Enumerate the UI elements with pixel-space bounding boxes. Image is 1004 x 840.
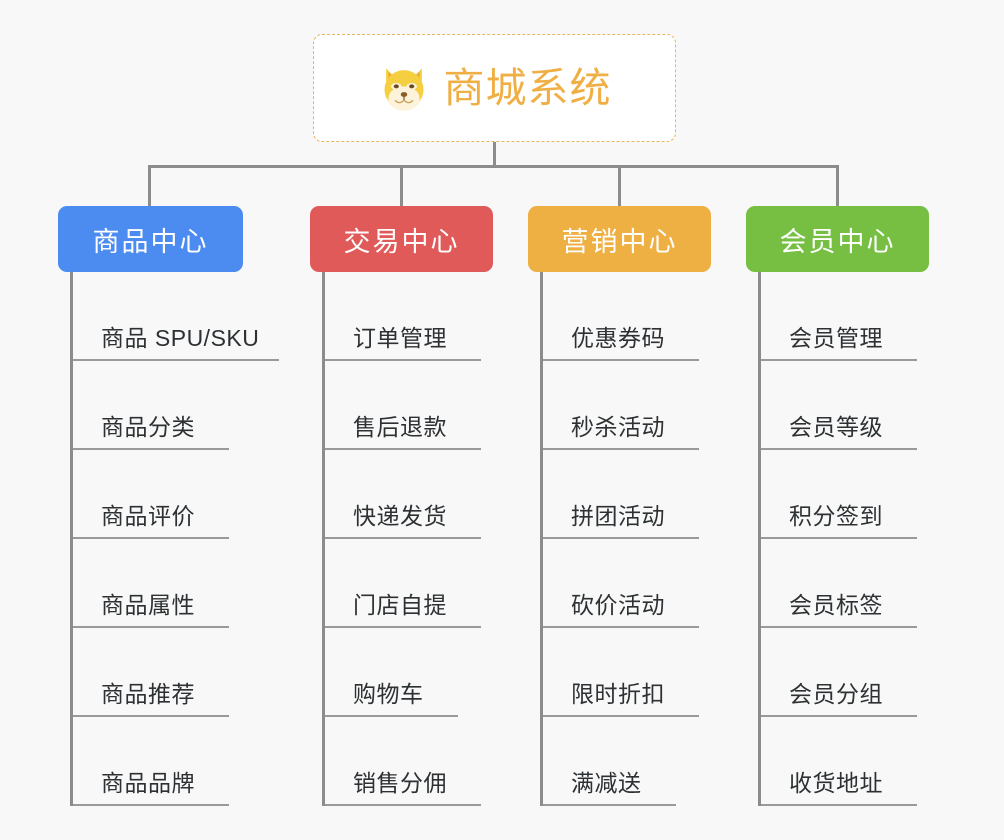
connector-drop-2: [400, 165, 403, 206]
list-item[interactable]: 订单管理: [325, 272, 493, 361]
leaf-underline: [761, 537, 917, 539]
leaf-label: 积分签到: [789, 503, 883, 529]
branch-trade-center: 交易中心 订单管理 售后退款 快递发货 门店自提 购物车: [310, 206, 493, 806]
list-item[interactable]: 拼团活动: [543, 450, 711, 539]
leaf-underline: [325, 626, 481, 628]
list-item[interactable]: 商品属性: [73, 539, 259, 628]
list-item[interactable]: 会员等级: [761, 361, 929, 450]
branch-1-leaf-list: 商品 SPU/SKU 商品分类 商品评价 商品属性 商品推荐 商品品牌: [70, 272, 279, 806]
leaf-underline: [761, 448, 917, 450]
list-item[interactable]: 秒杀活动: [543, 361, 711, 450]
leaf-underline: [325, 448, 481, 450]
leaf-label: 快递发货: [353, 503, 447, 529]
list-item[interactable]: 售后退款: [325, 361, 493, 450]
list-item[interactable]: 优惠券码: [543, 272, 711, 361]
list-item[interactable]: 会员标签: [761, 539, 929, 628]
leaf-underline: [543, 359, 699, 361]
leaf-underline: [543, 448, 699, 450]
leaf-label: 拼团活动: [571, 503, 665, 529]
leaf-label: 销售分佣: [353, 770, 447, 796]
list-item[interactable]: 限时折扣: [543, 628, 711, 717]
leaf-underline: [325, 804, 481, 806]
leaf-label: 会员标签: [789, 592, 883, 618]
leaf-label: 商品分类: [101, 414, 195, 440]
leaf-label: 门店自提: [353, 592, 447, 618]
leaf-label: 商品属性: [101, 592, 195, 618]
root-title: 商城系统: [443, 64, 612, 111]
leaf-underline: [543, 804, 676, 806]
leaf-label: 会员管理: [789, 325, 883, 351]
leaf-label: 限时折扣: [571, 681, 665, 707]
list-item[interactable]: 积分签到: [761, 450, 929, 539]
leaf-label: 购物车: [353, 681, 424, 707]
branch-4-leaf-list: 会员管理 会员等级 积分签到 会员标签 会员分组 收货地址: [758, 272, 929, 806]
list-item[interactable]: 购物车: [325, 628, 493, 717]
list-item[interactable]: 快递发货: [325, 450, 493, 539]
leaf-label: 会员分组: [789, 681, 883, 707]
leaf-underline: [543, 626, 699, 628]
list-item[interactable]: 商品分类: [73, 361, 259, 450]
branch-header-1[interactable]: 商品中心: [58, 206, 243, 272]
connector-root-stem: [493, 142, 496, 167]
list-item[interactable]: 会员管理: [761, 272, 929, 361]
connector-drop-3: [618, 165, 621, 206]
leaf-underline: [543, 537, 699, 539]
leaf-label: 收货地址: [789, 770, 883, 796]
list-item[interactable]: 商品 SPU/SKU: [73, 272, 279, 361]
leaf-underline: [325, 359, 481, 361]
branch-3-leaf-list: 优惠券码 秒杀活动 拼团活动 砍价活动 限时折扣 满减送: [540, 272, 711, 806]
leaf-label: 优惠券码: [571, 325, 665, 351]
leaf-label: 售后退款: [353, 414, 447, 440]
list-item[interactable]: 销售分佣: [325, 717, 493, 806]
branch-header-3[interactable]: 营销中心: [528, 206, 711, 272]
leaf-label: 订单管理: [353, 325, 447, 351]
leaf-label: 满减送: [571, 770, 642, 796]
connector-drop-4: [836, 165, 839, 206]
leaf-label: 商品推荐: [101, 681, 195, 707]
root-node[interactable]: 商城系统: [313, 34, 676, 142]
leaf-label: 砍价活动: [571, 592, 665, 618]
branch-marketing-center: 营销中心 优惠券码 秒杀活动 拼团活动 砍价活动 限时折扣: [528, 206, 711, 806]
leaf-underline: [73, 804, 229, 806]
leaf-label: 秒杀活动: [571, 414, 665, 440]
leaf-underline: [761, 715, 917, 717]
leaf-underline: [73, 537, 229, 539]
list-item[interactable]: 会员分组: [761, 628, 929, 717]
list-item[interactable]: 收货地址: [761, 717, 929, 806]
list-item[interactable]: 门店自提: [325, 539, 493, 628]
leaf-label: 商品评价: [101, 503, 195, 529]
connector-horizontal-bus: [148, 165, 838, 168]
leaf-underline: [761, 804, 917, 806]
leaf-underline: [761, 359, 917, 361]
branch-product-center: 商品中心 商品 SPU/SKU 商品分类 商品评价 商品属性 商品推荐: [58, 206, 279, 806]
list-item[interactable]: 商品评价: [73, 450, 259, 539]
leaf-underline: [73, 448, 229, 450]
branch-header-2[interactable]: 交易中心: [310, 206, 493, 272]
branch-2-leaf-list: 订单管理 售后退款 快递发货 门店自提 购物车 销售分佣: [322, 272, 493, 806]
leaf-underline: [761, 626, 917, 628]
shiba-dog-face-icon: [384, 68, 423, 111]
leaf-underline: [73, 359, 279, 361]
leaf-underline: [325, 537, 481, 539]
list-item[interactable]: 商品品牌: [73, 717, 259, 806]
branch-header-4[interactable]: 会员中心: [746, 206, 929, 272]
connector-drop-1: [148, 165, 151, 206]
leaf-label: 会员等级: [789, 414, 883, 440]
list-item[interactable]: 商品推荐: [73, 628, 259, 717]
branch-member-center: 会员中心 会员管理 会员等级 积分签到 会员标签 会员分组: [746, 206, 929, 806]
list-item[interactable]: 满减送: [543, 717, 711, 806]
leaf-label: 商品 SPU/SKU: [101, 325, 260, 351]
leaf-underline: [325, 715, 458, 717]
leaf-underline: [73, 626, 229, 628]
leaf-underline: [73, 715, 229, 717]
leaf-label: 商品品牌: [101, 770, 195, 796]
leaf-underline: [543, 715, 699, 717]
list-item[interactable]: 砍价活动: [543, 539, 711, 628]
